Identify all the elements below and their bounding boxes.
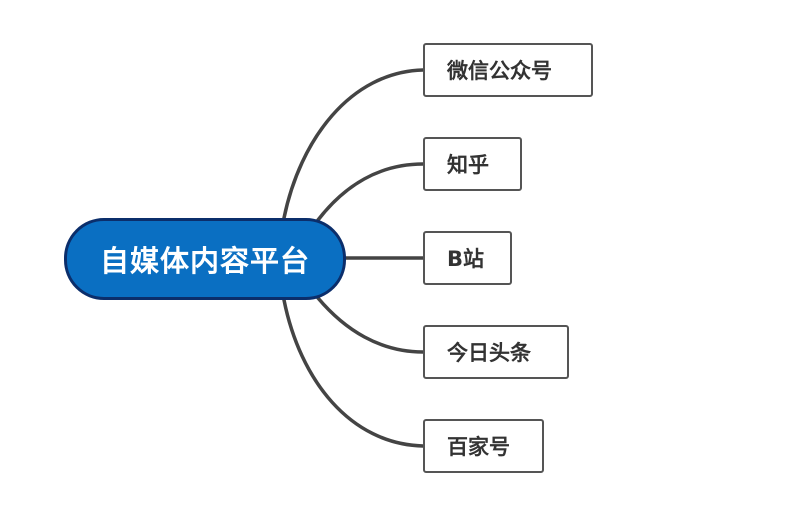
connector-to-wechat [282,68,425,220]
root-node[interactable]: 自媒体内容平台 [64,218,346,300]
branch-node-label: 知乎 [447,153,489,177]
branch-node-bilibili[interactable]: B站 [423,231,512,285]
branch-node-label: 微信公众号 [447,59,552,83]
connector-to-toutiao [316,296,425,354]
branch-node-wechat[interactable]: 微信公众号 [423,43,593,97]
branch-node-zhihu[interactable]: 知乎 [423,137,522,191]
connector-to-zhihu [316,162,425,222]
root-node-label: 自媒体内容平台 [99,244,310,278]
branch-node-baijiahao[interactable]: 百家号 [423,419,544,473]
branch-node-label: 百家号 [447,435,510,459]
branch-node-toutiao[interactable]: 今日头条 [423,325,569,379]
branch-node-label: 今日头条 [447,341,531,365]
branch-node-label: B站 [447,247,485,271]
connector-to-baijiahao [282,298,425,448]
